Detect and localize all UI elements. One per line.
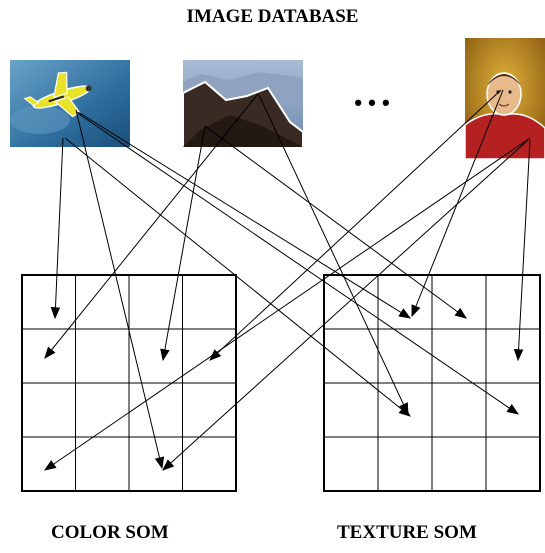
child-image	[464, 38, 545, 160]
mountain-mapping-arrows	[44, 93, 467, 416]
airplane-mapping-arrows	[50, 109, 519, 470]
ellipsis-text: • • •	[354, 90, 389, 115]
texture-som-grid	[323, 274, 541, 492]
child-mapping-arrows	[44, 89, 531, 471]
airplane-image	[10, 60, 130, 147]
color-som-grid	[21, 274, 237, 492]
mountain-image	[182, 60, 304, 148]
texture-som-label: TEXTURE SOM	[337, 522, 477, 543]
color-som-label: COLOR SOM	[51, 522, 169, 543]
image-database-title: IMAGE DATABASE	[186, 6, 359, 27]
